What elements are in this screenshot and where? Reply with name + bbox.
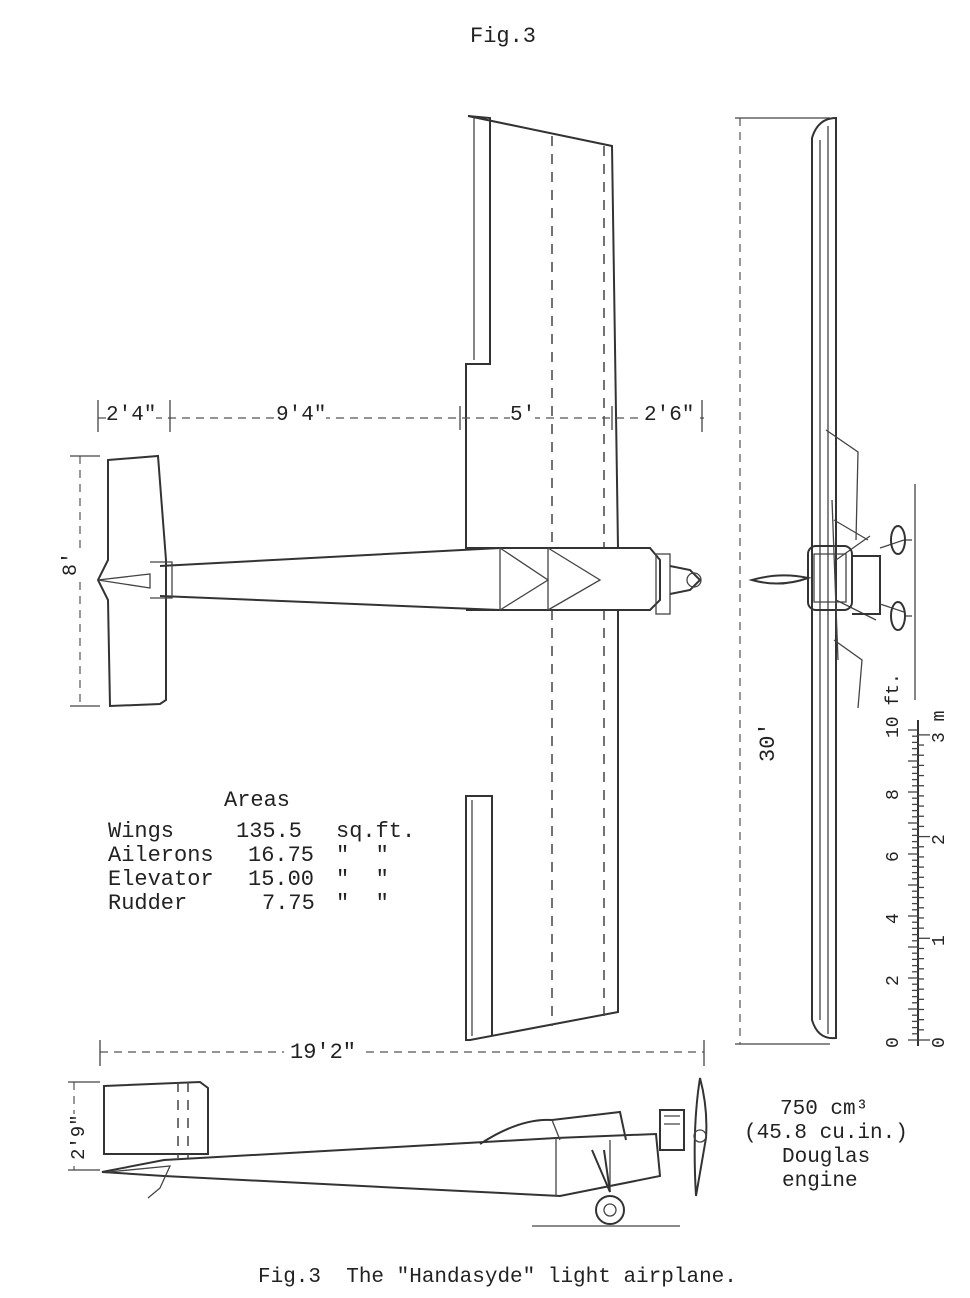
area-unit: " " xyxy=(336,867,389,892)
dim-tail-span: 2'4" xyxy=(106,404,157,427)
area-value: 135.5 xyxy=(236,819,303,844)
dim-wing-chord: 5' xyxy=(510,404,536,427)
scale-bar xyxy=(908,720,930,1046)
front-view xyxy=(735,116,916,1045)
area-unit: " " xyxy=(336,891,389,916)
dim-overall-length: 19'2" xyxy=(284,1040,363,1065)
scale-label-m: 3 m xyxy=(930,710,950,743)
fuselage-side xyxy=(101,1132,662,1198)
areas-table: Wings 135.5 sq.ft. Ailerons 16.75 " " El… xyxy=(108,820,423,916)
dim-wingspan: 30' xyxy=(756,722,781,762)
engine-note-line3: Douglas xyxy=(782,1146,871,1169)
area-part: Wings xyxy=(108,819,175,844)
scale-label-ft: 6 xyxy=(884,851,904,862)
scale-label-ft: 0 xyxy=(884,1037,904,1048)
area-unit: sq.ft. xyxy=(336,819,416,844)
table-row: Ailerons 16.75 " " xyxy=(108,844,423,868)
scale-label-ft: 2 xyxy=(884,975,904,986)
engine-plan xyxy=(655,553,671,615)
engine-note-line1: 750 cm³ xyxy=(780,1098,869,1121)
scale-label-m: 2 xyxy=(930,833,950,845)
scale-label-m: 0 xyxy=(930,1037,950,1048)
figure-title: Fig.3 xyxy=(470,24,537,49)
scale-label-ft: 8 xyxy=(884,789,904,800)
tailplane xyxy=(96,454,167,708)
rudder xyxy=(103,1080,209,1155)
engine-side xyxy=(659,1109,685,1151)
scale-label-ft: 10 ft. xyxy=(884,673,904,738)
figure-caption: Fig.3 The "Handasyde" light airplane. xyxy=(258,1266,737,1289)
upper-wing xyxy=(465,115,620,549)
table-row: Elevator 15.00 " " xyxy=(108,868,423,892)
dim-tail-to-wing: 9'4" xyxy=(276,404,327,427)
areas-heading: Areas xyxy=(224,788,291,813)
area-value: 15.00 xyxy=(248,867,315,892)
area-value: 16.75 xyxy=(248,843,315,868)
side-view xyxy=(68,1040,708,1227)
propeller-side xyxy=(693,1077,708,1197)
engine-note-line2: (45.8 cu.in.) xyxy=(744,1122,908,1145)
scale-label-m: 1 xyxy=(930,935,950,947)
area-unit: " " xyxy=(336,843,389,868)
wheel xyxy=(595,1195,625,1225)
table-row: Wings 135.5 sq.ft. xyxy=(108,820,423,844)
area-value: 7.75 xyxy=(262,891,315,916)
engine-note-line4: engine xyxy=(782,1170,858,1193)
dim-tail-width: 8' xyxy=(60,551,83,576)
wing-front xyxy=(811,116,837,1040)
area-part: Rudder xyxy=(108,891,188,916)
dim-rudder-height: 2'9" xyxy=(68,1114,90,1160)
lower-wing xyxy=(465,609,619,1041)
area-part: Ailerons xyxy=(108,843,214,868)
plan-view xyxy=(70,115,704,1041)
dim-nose-length: 2'6" xyxy=(644,404,695,427)
scale-label-ft: 4 xyxy=(884,913,904,924)
table-row: Rudder 7.75 " " xyxy=(108,892,423,916)
propeller-front xyxy=(748,574,812,585)
fuselage-plan xyxy=(159,547,661,611)
area-part: Elevator xyxy=(108,867,214,892)
